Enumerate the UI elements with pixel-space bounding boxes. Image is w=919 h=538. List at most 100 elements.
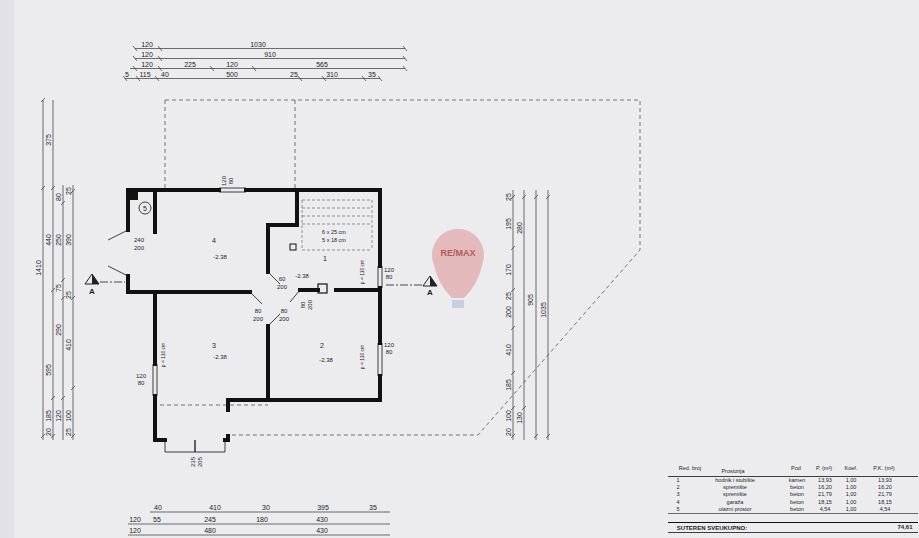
table-cell: ulazni prostor xyxy=(718,507,751,513)
table-cell: 3 xyxy=(676,493,679,499)
dimension-text: 120 xyxy=(141,51,153,58)
table-header: Pod xyxy=(791,466,801,472)
door-size: 200 xyxy=(307,300,313,310)
watermark-balloon xyxy=(432,229,484,308)
dimension-text: 25 xyxy=(505,292,512,300)
table-cell: 21,79 xyxy=(878,493,892,499)
table-cell: 1,00 xyxy=(846,485,857,491)
table-header: Prostorija xyxy=(721,469,744,475)
door-size: 200 xyxy=(134,245,144,251)
watermark: RE/MAX xyxy=(440,249,475,258)
stairs xyxy=(302,200,372,250)
area-table xyxy=(668,477,918,533)
door-size: 60 xyxy=(279,276,286,282)
walls xyxy=(128,190,380,440)
dimension-text: 130 xyxy=(516,412,523,424)
table-cell: beton xyxy=(790,493,804,499)
dimension-text: 480 xyxy=(204,527,216,534)
stair-note: 5 x 18 cm xyxy=(322,238,346,244)
room-number: 3 xyxy=(212,342,216,349)
table-cell: 1,00 xyxy=(846,500,857,506)
dimension-text: 100 xyxy=(505,410,512,422)
level-mark: -2.38 xyxy=(213,254,227,260)
table-cell: spremište xyxy=(723,485,747,491)
door-size: 240 xyxy=(134,237,144,243)
dimension-text: 440 xyxy=(45,234,52,246)
table-header: P. (m²) xyxy=(816,466,832,472)
dimension-text: 595 xyxy=(45,364,52,376)
dimension-text: 395 xyxy=(317,504,329,511)
table-total: 74,61 xyxy=(897,524,912,530)
table-cell: 1,00 xyxy=(846,507,857,513)
level-mark: -2.38 xyxy=(213,354,227,360)
dimension-text: 565 xyxy=(316,61,328,68)
table-cell: beton xyxy=(790,485,804,491)
room-number: 4 xyxy=(212,237,216,244)
pillar xyxy=(290,244,296,250)
door-size: 200 xyxy=(279,316,289,322)
dimension-text: 120 xyxy=(129,516,141,523)
window-size: 80 xyxy=(386,274,393,280)
table-cell: 1,00 xyxy=(846,493,857,499)
sill-height: p = 110 cm xyxy=(161,343,166,368)
dimension-text: 185 xyxy=(45,410,52,422)
dimension-text: 120 xyxy=(129,527,141,534)
sill-height: p = 110 cm xyxy=(360,345,365,370)
dimension-text: 120 xyxy=(226,61,238,68)
section-marker xyxy=(85,274,437,286)
dimension-text: 245 xyxy=(204,516,216,523)
dimension-text: 115 xyxy=(139,71,150,78)
dimension-text: 390 xyxy=(65,234,72,246)
dimension-text: 910 xyxy=(264,51,276,58)
table-cell: 18,15 xyxy=(878,500,892,506)
table-cell: 5 xyxy=(676,507,679,513)
window-size: 80 xyxy=(386,349,393,355)
window-size: 120 xyxy=(384,342,394,348)
openings xyxy=(108,188,382,452)
dimension-text: 75 xyxy=(55,284,62,292)
dimension-text: 250 xyxy=(55,234,62,246)
dimension-text: 430 xyxy=(316,516,328,523)
table-cell: 13,93 xyxy=(878,478,892,484)
table-cell: 1,00 xyxy=(846,478,857,484)
table-cell: 1 xyxy=(676,478,679,484)
window-size: 80 xyxy=(228,178,234,185)
table-cell: spremište xyxy=(723,493,747,499)
dimension-text: 20 xyxy=(45,428,52,436)
stair-note: 6 x 25 cm xyxy=(322,230,346,236)
door-size: 80 xyxy=(300,302,306,309)
table-cell: garaža xyxy=(727,500,744,506)
dimension-text: 905 xyxy=(527,294,534,306)
dimension-text: 120 xyxy=(141,61,153,68)
dimension-text: 25 xyxy=(65,291,72,299)
table-cell: 16,20 xyxy=(878,485,892,491)
dimension-text: 35 xyxy=(369,504,377,511)
table-cell: 18,15 xyxy=(818,500,832,506)
dimension-text: 120 xyxy=(55,410,62,422)
dimension-text: 280 xyxy=(516,222,523,234)
dimension-text: 410 xyxy=(505,344,512,356)
window-size: 120 xyxy=(221,176,227,186)
chimney xyxy=(318,284,327,293)
door-size: 205 xyxy=(197,457,203,467)
room-number: 2 xyxy=(320,342,324,349)
dimension-text: 20 xyxy=(505,428,512,436)
door-size: 235 xyxy=(190,457,196,467)
dimension-text: 310 xyxy=(326,71,338,78)
dimension-text: 35 xyxy=(368,71,376,78)
room-number: 5 xyxy=(143,205,147,212)
door-size: 200 xyxy=(253,316,263,322)
level-mark: -2.38 xyxy=(295,273,309,279)
dimension-text: 410 xyxy=(209,504,221,511)
table-cell: beton xyxy=(790,507,804,513)
dimension-text: 180 xyxy=(256,516,268,523)
window-size: 120 xyxy=(384,267,394,273)
table-cell: 2 xyxy=(676,485,679,491)
room-circle xyxy=(139,202,151,214)
dimension-lines xyxy=(41,46,550,535)
paper-edge xyxy=(0,0,14,538)
window-size: 80 xyxy=(138,380,145,386)
dimension-text: 185 xyxy=(505,379,512,391)
table-cell: kamen xyxy=(789,478,806,484)
